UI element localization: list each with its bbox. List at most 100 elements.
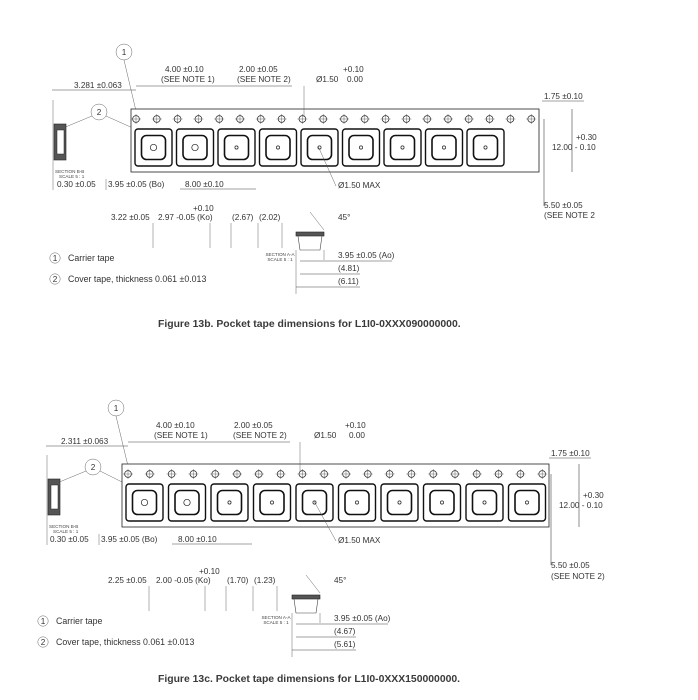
dim-pitch-note: (SEE NOTE 1) xyxy=(161,75,215,84)
dim-thickness: 0.30 ±0.05 xyxy=(57,180,96,189)
dim-ko-tol-plus: +0.10 xyxy=(199,567,220,576)
dim-bo: 3.95 ±0.05 (Bo) xyxy=(108,180,165,189)
section-a-top xyxy=(291,594,321,600)
dim-ko-left: 3.22 ±0.05 xyxy=(111,213,150,222)
dim-pitch: 4.00 ±0.10 xyxy=(156,421,195,430)
section-a-label: SECTION A-A xyxy=(265,252,295,257)
figure-13c: 1 2 2.311 ±0.063 4.00 ±0.10(SEE NOTE 1) 2.00… xyxy=(37,399,605,685)
legend-marker-2: 2 xyxy=(41,638,46,647)
dim-ko-left: 2.25 ±0.05 xyxy=(108,576,147,585)
callout-label-1: 1 xyxy=(122,48,127,57)
dim-ref-d: (5.61) xyxy=(334,640,356,649)
dim-ao: 3.95 ±0.05 (Ao) xyxy=(334,614,391,623)
legend-marker-1: 1 xyxy=(53,254,58,263)
section-a-pocket xyxy=(297,235,323,251)
legend-carrier-tape: Carrier tape xyxy=(68,253,115,263)
dim-ko: 2.00 -0.05 (Ko) xyxy=(156,576,211,585)
dim-ref-c: (4.67) xyxy=(334,627,356,636)
dim-angle: 45° xyxy=(338,213,350,222)
legend-circle-2 xyxy=(49,273,61,285)
dim-ref-a: (2.67) xyxy=(232,213,254,222)
legend-cover-tape: Cover tape, thickness 0.061 ±0.013 xyxy=(56,637,194,647)
pocket-hole xyxy=(183,498,191,507)
pocket-hole xyxy=(397,500,402,505)
dim-hole-tol-plus: +0.10 xyxy=(343,65,364,74)
dim-bo: 3.95 ±0.05 (Bo) xyxy=(101,535,158,544)
dim-width-tol-plus: +0.30 xyxy=(576,133,597,142)
dim-p1: 8.00 ±0.10 xyxy=(178,535,217,544)
dim-ref-b: (1.23) xyxy=(254,576,276,585)
pocket-hole xyxy=(276,145,280,150)
dim-pocket-pitch-note: (SEE NOTE 2) xyxy=(237,75,291,84)
dim-pitch: 4.00 ±0.10 xyxy=(165,65,204,74)
section-b-scale: SCALE 5 : 1 xyxy=(59,174,85,179)
pocket-hole xyxy=(140,498,149,507)
dim-top-edge: 1.75 ±0.10 xyxy=(551,449,590,458)
callout-leader-1 xyxy=(123,59,137,112)
section-a-pocket xyxy=(293,598,319,614)
angle-leader xyxy=(305,574,321,594)
dim-right-bottom-note: (SEE NOTE 2) xyxy=(551,572,605,581)
dim-thickness: 0.30 ±0.05 xyxy=(50,535,89,544)
dim-pocket-pitch: 2.00 ±0.05 xyxy=(239,65,278,74)
dim-left-offset: 2.311 ±0.063 xyxy=(61,437,109,446)
dim-pocket-hole: Ø1.50 MAX xyxy=(338,536,381,545)
dim-ref-d: (6.11) xyxy=(338,277,359,286)
dim-width-tol-plus: +0.30 xyxy=(583,491,604,500)
legend-circle-1 xyxy=(37,615,49,627)
dim-angle: 45° xyxy=(334,576,346,585)
dim-p1: 8.00 ±0.10 xyxy=(185,180,224,189)
pocket-hole xyxy=(149,143,158,152)
dim-ref-c: (4.81) xyxy=(338,264,360,273)
dim-ko-tol-plus: +0.10 xyxy=(193,204,214,213)
pocket-hole xyxy=(359,145,363,150)
section-a-scale: SCALE 5 : 1 xyxy=(267,257,293,262)
pocket-hole xyxy=(483,145,488,150)
figure-caption: Figure 13b. Pocket tape dimensions for L… xyxy=(158,319,461,330)
pocket-hole xyxy=(270,500,274,505)
dim-pocket-pitch-note: (SEE NOTE 2) xyxy=(233,431,287,440)
pocket-hole xyxy=(355,500,359,505)
dim-pocket-hole-leader xyxy=(313,500,337,542)
dim-ref-b: (2.02) xyxy=(259,213,281,222)
dim-top-edge: 1.75 ±0.10 xyxy=(544,92,583,101)
pocket-hole xyxy=(440,500,444,505)
dim-right-bottom: 5.50 ±0.05 xyxy=(544,201,583,210)
dim-hole-tol-minus: 0.00 xyxy=(347,75,363,84)
dim-pocket-hole: Ø1.50 MAX xyxy=(338,181,381,190)
legend-cover-tape: Cover tape, thickness 0.061 ±0.013 xyxy=(68,274,206,284)
dim-width: 12.00 - 0.10 xyxy=(552,143,596,152)
legend-circle-1 xyxy=(49,252,61,264)
dim-right-bottom: 5.50 ±0.05 xyxy=(551,561,590,570)
pocket-hole xyxy=(400,145,405,150)
dim-hole-dia: Ø1.50 xyxy=(314,431,337,440)
section-b-label: SECTION B-B xyxy=(55,169,84,174)
figure-caption: Figure 13c. Pocket tape dimensions for L… xyxy=(158,674,460,685)
section-b-cavity xyxy=(50,484,59,510)
callout-leader-2b xyxy=(56,470,87,484)
callout-label-2: 2 xyxy=(97,108,102,117)
dim-pitch-note: (SEE NOTE 1) xyxy=(154,431,208,440)
pocket-hole xyxy=(442,145,446,150)
callout-leader-2 xyxy=(105,115,136,130)
pocket-hole xyxy=(234,145,239,150)
callout-label-1: 1 xyxy=(114,404,119,413)
dim-ref-a: (1.70) xyxy=(227,576,249,585)
dim-hole-dia: Ø1.50 xyxy=(316,75,339,84)
legend-marker-2: 2 xyxy=(53,275,58,284)
pocket-hole xyxy=(482,500,487,505)
legend-circle-2 xyxy=(37,636,49,648)
dim-ao: 3.95 ±0.05 (Ao) xyxy=(338,251,395,260)
angle-leader xyxy=(309,211,325,231)
dim-right-bottom-note: (SEE NOTE 2 xyxy=(544,211,595,220)
callout-circle-2 xyxy=(84,458,102,476)
dim-pocket-pitch: 2.00 ±0.05 xyxy=(234,421,273,430)
pocket-hole xyxy=(525,500,529,505)
pocket-hole xyxy=(191,143,199,152)
pocket-hole xyxy=(227,500,232,505)
section-b-cavity xyxy=(56,129,65,155)
dim-ko: 2.97 -0.05 (Ko) xyxy=(158,213,213,222)
dim-pocket-hole-leader xyxy=(317,145,337,187)
dim-hole-tol-minus: 0.00 xyxy=(349,431,365,440)
